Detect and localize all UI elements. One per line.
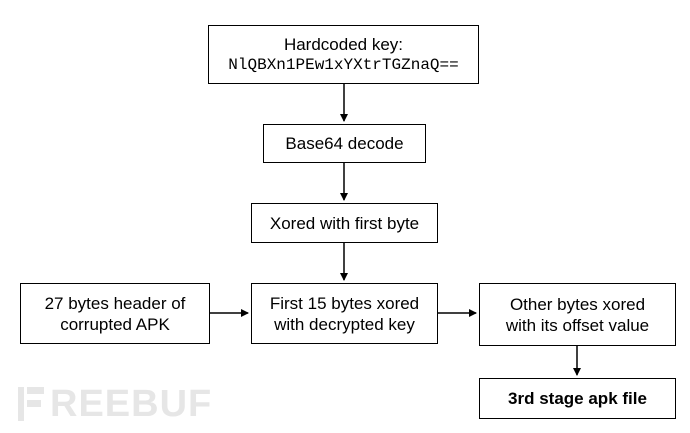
other-bytes-line1: Other bytes xored — [509, 294, 646, 314]
third-stage-apk-box: 3rd stage apk file — [479, 378, 676, 419]
header-line1: 27 bytes header of — [44, 293, 186, 313]
first15-box: First 15 bytes xored with decrypted key — [251, 283, 438, 344]
base64-decode-box: Base64 decode — [263, 124, 426, 163]
first15-line2: with decrypted key — [274, 314, 415, 334]
xored-first-byte-label: Xored with first byte — [269, 213, 420, 233]
other-bytes-line2: with its offset value — [505, 315, 650, 335]
base64-decode-label: Base64 decode — [285, 134, 404, 153]
hardcoded-key-label: Hardcoded key: — [283, 34, 404, 54]
header-line2: corrupted APK — [60, 314, 170, 334]
hardcoded-key-box: Hardcoded key: NlQBXn1PEw1xYXtrTGZnaQ== — [208, 25, 479, 84]
xored-first-byte-box: Xored with first byte — [251, 203, 438, 243]
first15-line1: First 15 bytes xored — [269, 293, 420, 313]
header-box: 27 bytes header of corrupted APK — [20, 283, 210, 344]
watermark-logo-icon — [18, 387, 44, 421]
other-bytes-box: Other bytes xored with its offset value — [479, 283, 676, 346]
watermark: REEBUF — [18, 384, 212, 424]
third-stage-apk-label: 3rd stage apk file — [508, 389, 647, 408]
watermark-text: REEBUF — [50, 383, 213, 425]
hardcoded-key-value: NlQBXn1PEw1xYXtrTGZnaQ== — [228, 55, 459, 74]
